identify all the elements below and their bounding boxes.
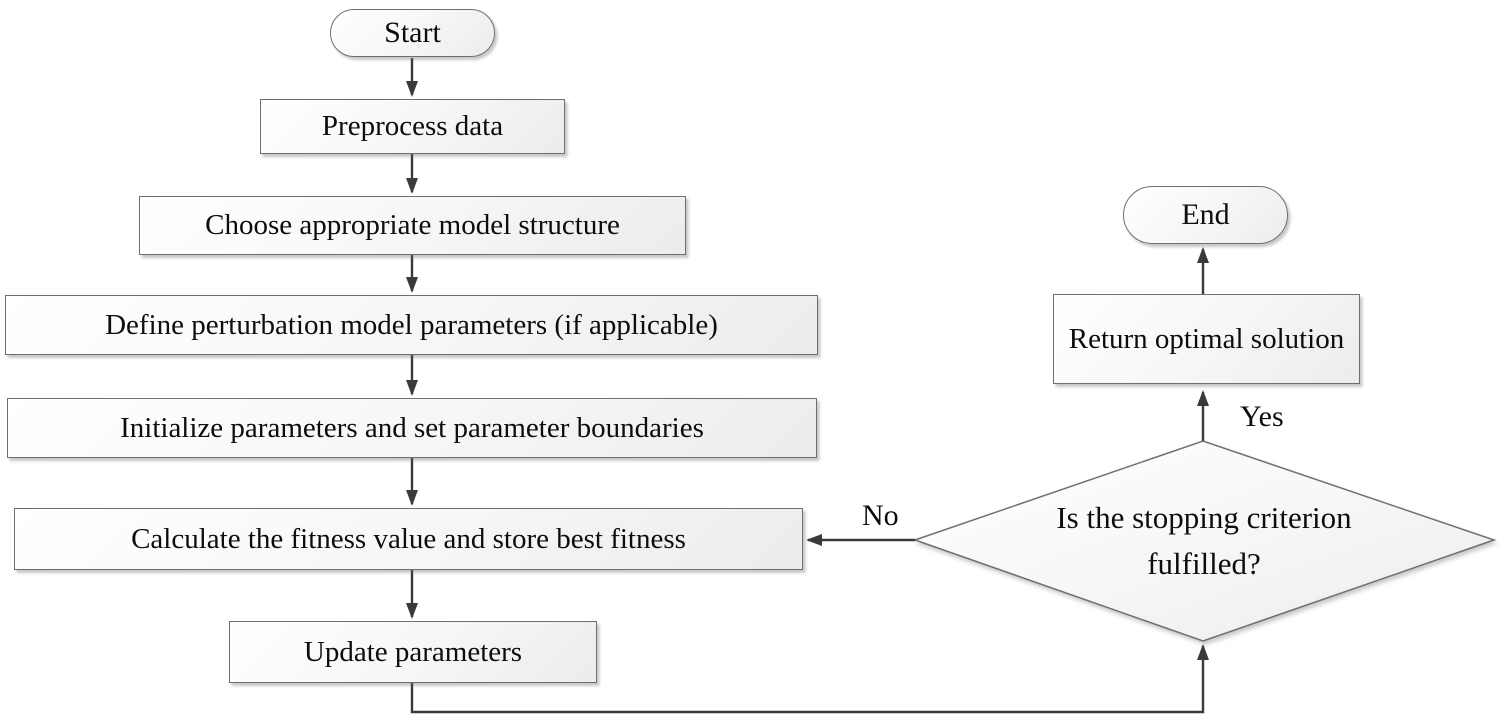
node-start: Start	[330, 9, 495, 57]
node-choose-model-structure: Choose appropriate model structure	[139, 196, 686, 255]
node-preprocess-data: Preprocess data	[260, 99, 565, 154]
decision-diamond-shape	[912, 440, 1497, 642]
node-end: End	[1123, 186, 1288, 244]
node-update-parameters: Update parameters	[229, 621, 597, 683]
edge-label-no: No	[862, 499, 899, 532]
node-initialize-parameters: Initialize parameters and set parameter …	[7, 398, 817, 458]
arrow-update-to-decision-loop	[410, 644, 1209, 714]
node-return-optimal-solution: Return optimal solution	[1053, 294, 1360, 384]
edge-label-yes: Yes	[1240, 400, 1284, 433]
node-define-perturbation-parameters: Define perturbation model parameters (if…	[5, 295, 818, 355]
node-calculate-fitness: Calculate the fitness value and store be…	[14, 508, 803, 570]
node-decision-label: Is the stopping criterion fulfilled?	[1056, 499, 1352, 582]
